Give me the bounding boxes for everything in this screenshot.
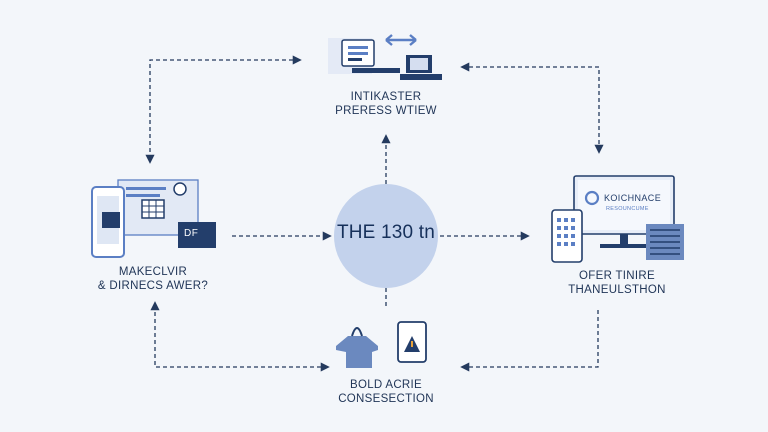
top-node-label: INTIKASTER PRERESS WTIEW xyxy=(320,90,452,118)
top-node-line-2: PRERESS WTIEW xyxy=(335,105,437,117)
clock-icon xyxy=(173,182,187,196)
double-arrow-icon xyxy=(385,34,417,46)
right-node-label: OFER TINIRE THANEULSTHON xyxy=(544,269,690,297)
left-node-line-2: & DIRNECS AWER? xyxy=(97,280,209,292)
right-node-line-1: OFER TINIRE xyxy=(579,270,655,282)
arrow-bottom-right xyxy=(460,308,599,372)
top-node-line-1: INTIKASTER xyxy=(350,91,422,103)
arrow-bottom-left xyxy=(150,301,330,372)
logo-icon xyxy=(584,190,600,206)
left-node-label: MAKECLVIR & DIRNECS AWER? xyxy=(80,265,226,293)
arrow-top-right xyxy=(460,62,604,154)
left-node-line-1: MAKECLVIR xyxy=(118,266,188,278)
center-circle xyxy=(334,184,438,288)
right-node-illustration xyxy=(551,175,684,263)
bottom-node-line-2: CONSESECTION xyxy=(338,393,434,405)
bottom-node-illustration xyxy=(336,321,427,368)
arrow-top-left xyxy=(145,55,302,164)
right-node-line-2: THANEULSTHON xyxy=(568,284,666,296)
left-node-illustration xyxy=(91,179,216,258)
bottom-node-line-1: BOLD ACRIE xyxy=(349,379,423,391)
top-node-illustration xyxy=(328,34,442,80)
center-label: THE 130 tn xyxy=(336,222,436,243)
bottom-node-label: BOLD ACRIE CONSESECTION xyxy=(318,378,454,406)
bag-icon xyxy=(336,336,378,368)
grid-icon xyxy=(141,199,165,219)
connectors xyxy=(145,55,604,372)
right-screen-subtitle: RESOUNCUME xyxy=(606,206,649,212)
left-badge-label: DF xyxy=(184,228,199,239)
right-screen-title: KOICHNACE xyxy=(604,193,662,203)
